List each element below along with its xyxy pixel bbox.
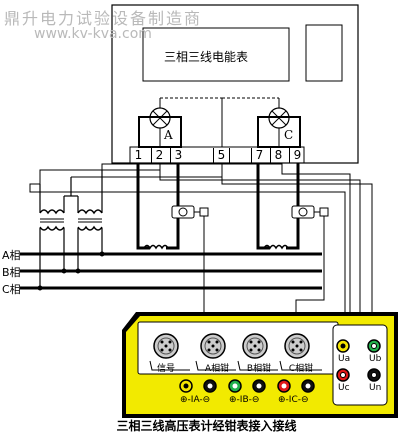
clamp-socket-signal[interactable] [153,333,179,359]
label-ub: Ub [369,354,382,364]
label-ib: ⊕-IB-⊖ [229,395,260,405]
terminal-3: 3 [170,148,186,163]
line-label-a: A相 [2,249,21,262]
terminal-2: 2 [151,148,167,163]
label-b-clamp: B相钳 [246,364,272,374]
terminal-1: 1 [134,148,143,162]
clamp-socket-c[interactable] [284,333,310,359]
meter-window [305,24,343,82]
label-uc: Uc [338,383,350,393]
terminal-9: 9 [289,148,305,163]
meter-display [142,27,290,82]
jack-un[interactable] [367,368,381,382]
ct-coils [143,244,289,250]
label-c-clamp: C相钳 [288,364,314,374]
label-a-clamp: A相钳 [204,364,230,374]
diagram-caption: 三相三线高压表计经钳表接入接线 [116,419,297,433]
phase-c-label: C [284,128,294,142]
label-un: Un [369,383,382,393]
label-signal: 信号 [156,364,175,374]
phase-a-label: A [164,128,173,142]
bus-junctions [37,251,105,291]
terminal-8: 8 [270,148,286,163]
meter-title: 三相三线电能表 [163,50,248,64]
jack-uc[interactable] [336,368,350,382]
label-ic: ⊕-IC-⊖ [278,395,309,405]
clamp-socket-a[interactable] [200,333,226,359]
meter-element-a [138,97,222,148]
clamp-a [171,205,209,330]
watermark-company: 鼎升电力试验设备制造商 [4,9,203,28]
clamp-socket-b[interactable] [242,333,268,359]
meter-element-c [221,97,301,148]
phase-bus-lines [20,252,322,290]
watermark-url: www.kv-kva.com [34,26,152,42]
line-label-c: C相 [2,283,21,296]
socket-label-brackets [149,360,322,371]
current-jacks[interactable] [179,379,315,393]
terminal-5: 5 [213,148,230,163]
terminal-7: 7 [251,148,267,163]
current-loops [136,163,300,250]
jack-ub[interactable] [367,339,381,353]
jack-ua[interactable] [336,339,350,353]
line-label-b: B相 [2,266,21,279]
label-ua: Ua [338,354,351,364]
label-ia: ⊕-IA-⊖ [180,395,211,405]
